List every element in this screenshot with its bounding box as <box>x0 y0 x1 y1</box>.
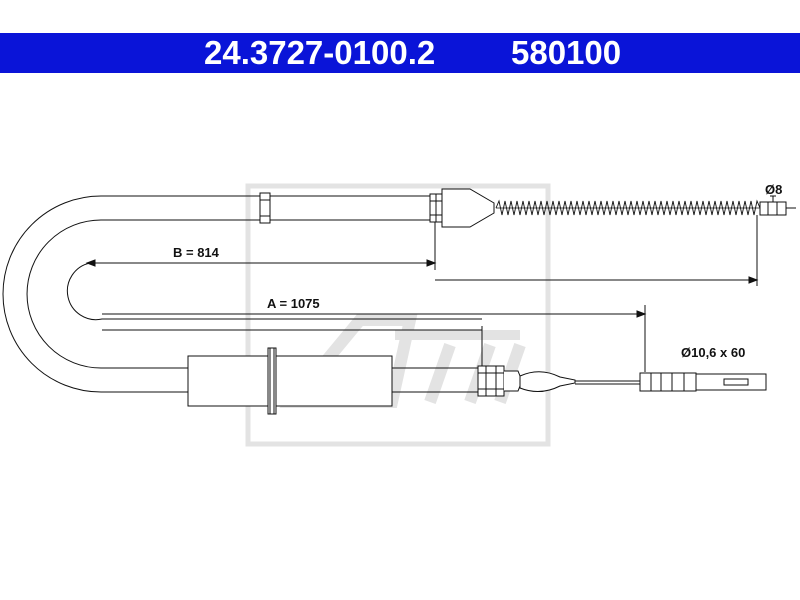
bottom-end-fitting <box>639 372 697 392</box>
bottom-ferrule <box>519 371 576 392</box>
return-loop <box>66 262 482 321</box>
bottom-nut <box>477 365 505 397</box>
title-bar: 24.3727-0100.2 580100 <box>0 33 800 73</box>
diameter-bottom-label: Ø10,6 x 60 <box>681 345 745 360</box>
top-sheath-clamp <box>259 192 271 224</box>
part-number: 24.3727-0100.2 <box>204 34 436 71</box>
diameter-top-label: Ø8 <box>765 182 782 197</box>
top-spring <box>495 199 761 216</box>
bottom-sheath-clamp <box>267 347 277 415</box>
cable-outer-line <box>2 195 260 393</box>
cable-inner-line <box>26 219 260 369</box>
top-cone-ferrule <box>441 188 495 228</box>
top-end-fitting <box>759 201 787 216</box>
article-code: 580100 <box>511 34 622 71</box>
dim-a-label: A = 1075 <box>267 296 320 311</box>
bottom-sheath-tube <box>187 355 393 407</box>
dim-b-label: B = 814 <box>173 245 220 260</box>
